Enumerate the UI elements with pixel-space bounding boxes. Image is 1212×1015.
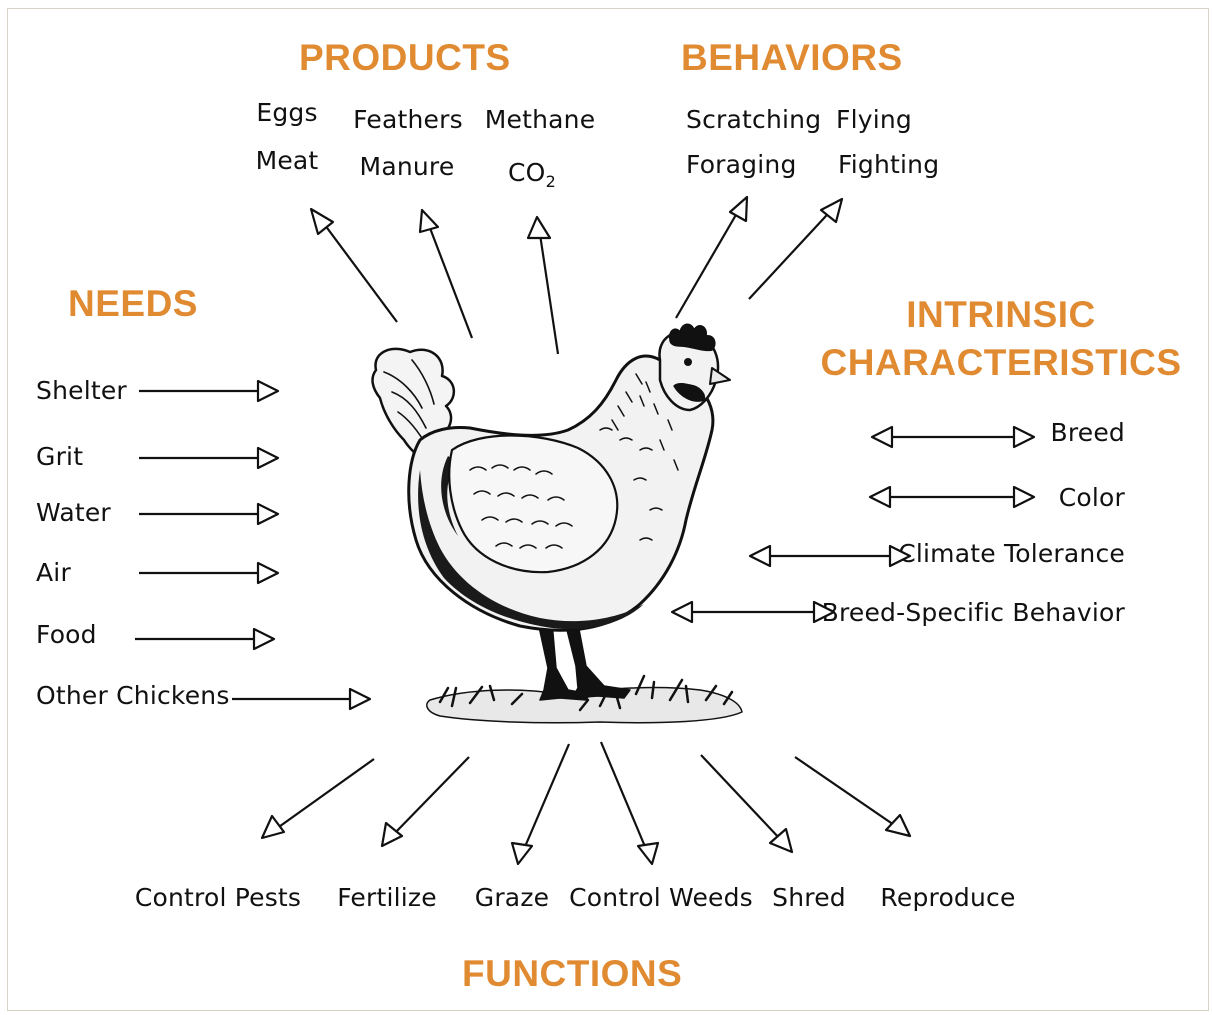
arrow-to-feathers-manure bbox=[423, 214, 474, 339]
need-air: Air bbox=[36, 558, 71, 587]
need-water: Water bbox=[36, 498, 111, 527]
arrowhead-water bbox=[256, 502, 280, 526]
arrowhead-eggs bbox=[309, 207, 335, 236]
arrowhead-control-weeds bbox=[636, 841, 660, 866]
heading-needs: NEEDS bbox=[68, 283, 198, 324]
intrinsic-climate-tolerance: Climate Tolerance bbox=[898, 539, 1125, 568]
behavior-fighting: Fighting bbox=[838, 150, 940, 179]
behavior-scratching: Scratching bbox=[686, 105, 822, 134]
arrowhead-color-right bbox=[1012, 485, 1036, 509]
behavior-foraging: Foraging bbox=[686, 150, 797, 179]
product-manure: Manure bbox=[359, 152, 455, 181]
arrow-to-methane-co2 bbox=[536, 220, 560, 355]
arrowhead-breed-left bbox=[870, 425, 894, 449]
need-shelter: Shelter bbox=[36, 376, 127, 405]
heading-functions: FUNCTIONS bbox=[462, 953, 683, 994]
arrowhead-flying bbox=[819, 197, 844, 224]
function-control-pests: Control Pests bbox=[134, 883, 302, 912]
arrow-reproduce bbox=[794, 756, 898, 828]
diagram-frame bbox=[7, 8, 1209, 1011]
product-feathers: Feathers bbox=[353, 105, 463, 134]
arrowhead-food bbox=[252, 627, 276, 651]
product-co2: CO2 bbox=[508, 160, 556, 190]
arrow-shred bbox=[700, 754, 782, 841]
arrow-to-eggs-meat bbox=[316, 213, 398, 323]
behavior-flying: Flying bbox=[836, 105, 912, 134]
co2-subscript: 2 bbox=[545, 172, 556, 191]
function-fertilize: Fertilize bbox=[337, 883, 437, 912]
arrowhead-shelter bbox=[256, 379, 280, 403]
feather-marks bbox=[469, 395, 679, 549]
arrowhead-scratching bbox=[728, 195, 749, 223]
arrowhead-reproduce bbox=[884, 813, 912, 838]
arrowhead-fertilize bbox=[380, 821, 404, 848]
arrowhead-color-left bbox=[868, 485, 892, 509]
co2-main: CO bbox=[508, 158, 546, 187]
arrow-to-scratching-foraging bbox=[675, 200, 745, 319]
beak bbox=[709, 367, 731, 385]
arrowhead-behavior-left bbox=[670, 600, 694, 624]
function-reproduce: Reproduce bbox=[880, 883, 1016, 912]
intrinsic-breed: Breed bbox=[1050, 418, 1125, 447]
arrowhead-control-pests bbox=[260, 814, 286, 840]
wattle bbox=[673, 382, 706, 402]
need-grit: Grit bbox=[36, 442, 84, 471]
arrowhead-climate-left bbox=[748, 544, 772, 568]
need-other-chickens: Other Chickens bbox=[36, 681, 230, 710]
arrowhead-behavior-right bbox=[812, 600, 836, 624]
eye bbox=[684, 358, 692, 366]
body-shadow bbox=[418, 470, 644, 629]
arrowhead-climate-right bbox=[888, 544, 912, 568]
comb bbox=[668, 323, 716, 352]
arrowhead-grit bbox=[256, 446, 280, 470]
arrow-control-weeds bbox=[599, 741, 648, 850]
neck-lines bbox=[611, 373, 651, 431]
heading-products: PRODUCTS bbox=[299, 37, 511, 78]
heading-intrinsic-line1: INTRINSIC bbox=[906, 294, 1096, 335]
arrow-graze bbox=[522, 743, 571, 850]
heading-behaviors: BEHAVIORS bbox=[681, 37, 903, 78]
arrowhead-methane bbox=[526, 215, 552, 240]
intrinsic-color: Color bbox=[1058, 483, 1125, 512]
function-graze: Graze bbox=[474, 883, 550, 912]
heading-intrinsic-line2: CHARACTERISTICS bbox=[820, 342, 1182, 383]
grass-tufts bbox=[438, 674, 734, 712]
function-shred: Shred bbox=[772, 883, 846, 912]
product-meat: Meat bbox=[255, 146, 319, 175]
product-methane: Methane bbox=[484, 105, 596, 134]
wing-shadow bbox=[441, 456, 458, 536]
arrow-control-pests bbox=[275, 758, 375, 830]
arrowhead-shred bbox=[768, 827, 794, 854]
arrow-fertilize bbox=[391, 756, 470, 837]
legs bbox=[537, 621, 631, 701]
need-food: Food bbox=[36, 620, 97, 649]
hen-illustration bbox=[371, 323, 743, 724]
arrowhead-other-chickens bbox=[348, 687, 372, 711]
wing bbox=[448, 434, 619, 574]
intrinsic-breed-specific-behavior: Breed-Specific Behavior bbox=[821, 598, 1125, 627]
arrowhead-air bbox=[256, 561, 280, 585]
arrowhead-breed-right bbox=[1012, 425, 1036, 449]
arrowhead-graze bbox=[510, 841, 534, 866]
arrowhead-feathers bbox=[418, 208, 440, 234]
arrow-to-flying-fighting bbox=[748, 202, 839, 300]
product-eggs: Eggs bbox=[256, 98, 318, 127]
function-control-weeds: Control Weeds bbox=[569, 883, 753, 912]
